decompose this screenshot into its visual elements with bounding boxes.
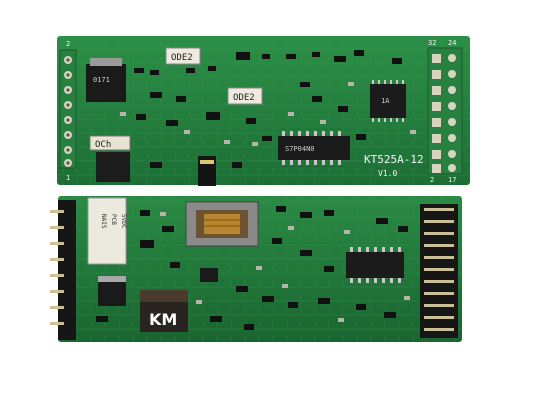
chip-ode2-a-label: ODE2: [171, 53, 193, 63]
relay-line-3: 5VDC: [120, 214, 127, 229]
pin-label-top-right-a: 32: [428, 39, 436, 47]
regulator-label: 0171: [93, 76, 110, 84]
chip-ode2-a: [165, 47, 201, 65]
top-board: 2 1 32 24 2 17 0171 OCh ODE2 ODE2: [57, 36, 470, 186]
left-header-pins: [50, 210, 64, 325]
main-ic-label: S7P04N0: [285, 145, 315, 153]
bottom-board: NAIS PCB 5VDC KM: [50, 196, 462, 342]
inductor: [89, 135, 131, 151]
small-ic: [370, 84, 406, 118]
main-ic: [278, 136, 350, 160]
pin-label-bottom-right-a: 2: [430, 176, 434, 184]
top-left-pads: [64, 56, 72, 167]
relay-line-2: PCB: [110, 214, 117, 225]
small-ic-label: 1A: [381, 97, 390, 105]
relay-line-1: NAIS: [100, 214, 107, 229]
relay: [87, 197, 127, 265]
bottom-smd-components: [96, 206, 408, 330]
power-transistor-b: [200, 268, 218, 282]
chip-ode2-b: [227, 87, 263, 105]
pin-label-bottom-left: 1: [66, 174, 70, 182]
power-transistor-a: [98, 282, 126, 306]
bottom-ic: [346, 252, 404, 278]
chip-ode2-b-label: ODE2: [233, 93, 255, 103]
model-label: KT525A-12: [364, 153, 424, 166]
pin-label-top-left: 2: [66, 40, 70, 48]
km-label: KM: [149, 310, 177, 329]
smd-components: [134, 50, 402, 168]
version-label: V1.0: [378, 169, 397, 178]
regulator-chip: [86, 64, 126, 102]
pin-label-top-right-b: 24: [448, 39, 456, 47]
top-right-pads: [432, 54, 456, 173]
left-pin-header: [58, 200, 76, 340]
main-ic-pins: [282, 131, 341, 165]
inductor-label: OCh: [95, 140, 111, 150]
pin-label-bottom-right-b: 17: [448, 176, 456, 184]
right-header-pins: [424, 208, 454, 331]
